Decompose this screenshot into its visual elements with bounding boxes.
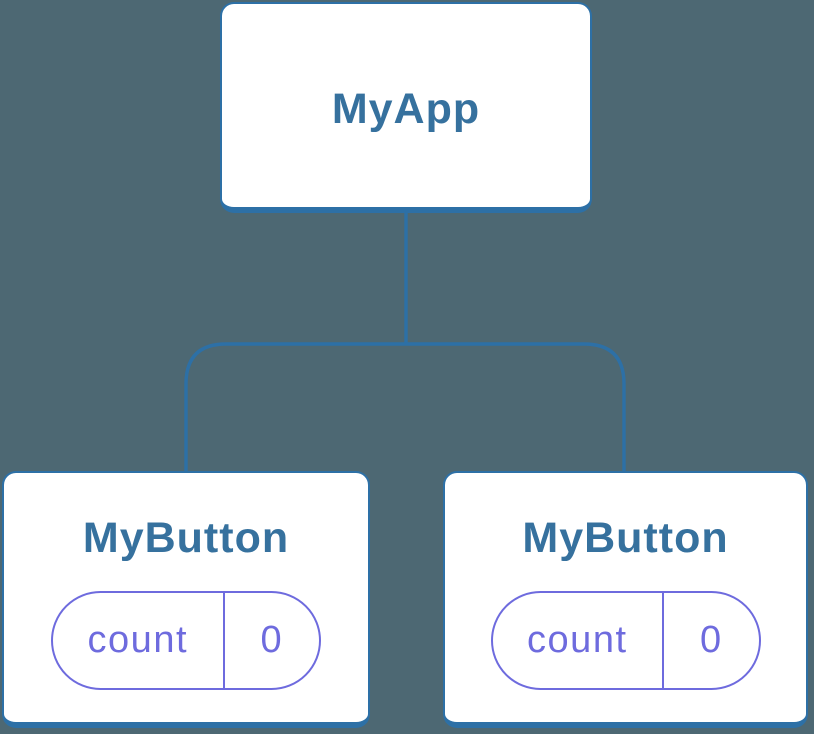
tree-node-mybutton-left: MyButton count 0 — [2, 471, 370, 728]
state-key-label: count — [493, 593, 665, 689]
tree-node-mybutton-right: MyButton count 0 — [443, 471, 808, 728]
state-pill: count 0 — [490, 591, 761, 691]
node-label: MyButton — [82, 514, 290, 562]
tree-node-myapp: MyApp — [220, 2, 592, 213]
state-value: 0 — [699, 619, 723, 662]
state-value: 0 — [260, 619, 284, 662]
state-pill: count 0 — [51, 591, 321, 691]
children-bracket-line — [184, 342, 626, 472]
node-label: MyApp — [331, 84, 481, 133]
node-label: MyButton — [522, 514, 729, 562]
state-key-label: count — [53, 593, 225, 689]
